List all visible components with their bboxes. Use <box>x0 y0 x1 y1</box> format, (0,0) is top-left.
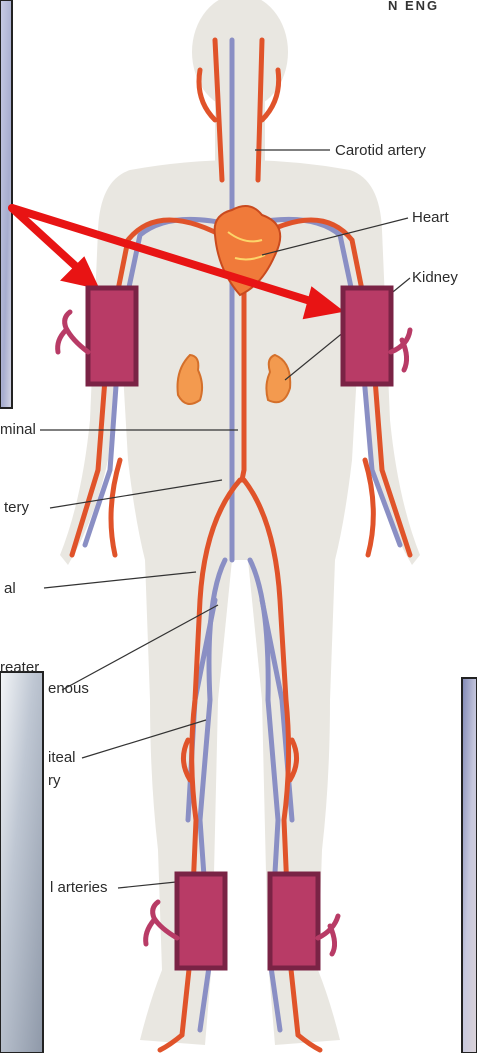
label-femoral: al <box>4 581 16 596</box>
label-artery: tery <box>4 500 29 515</box>
photo-top-left <box>0 0 12 408</box>
sensor-right-arm <box>343 288 410 384</box>
label-carotid-artery: Carotid artery <box>335 143 426 158</box>
sensor-right-leg <box>270 874 338 968</box>
label-saphenous: enous <box>48 681 89 696</box>
label-heart: Heart <box>412 210 449 225</box>
photo-bottom-left <box>0 672 43 1053</box>
label-tibial-arteries: l arteries <box>50 880 108 895</box>
header-text: N ENG <box>388 0 439 13</box>
label-popliteal-artery: ry <box>48 773 61 788</box>
photo-bottom-right <box>462 678 477 1053</box>
label-popliteal: iteal <box>48 750 76 765</box>
sensor-left-leg <box>146 874 225 968</box>
label-kidney: Kidney <box>412 270 458 285</box>
sensor-left-arm <box>58 288 136 384</box>
label-greater: reater <box>0 660 39 675</box>
label-abdominal: minal <box>0 422 36 437</box>
